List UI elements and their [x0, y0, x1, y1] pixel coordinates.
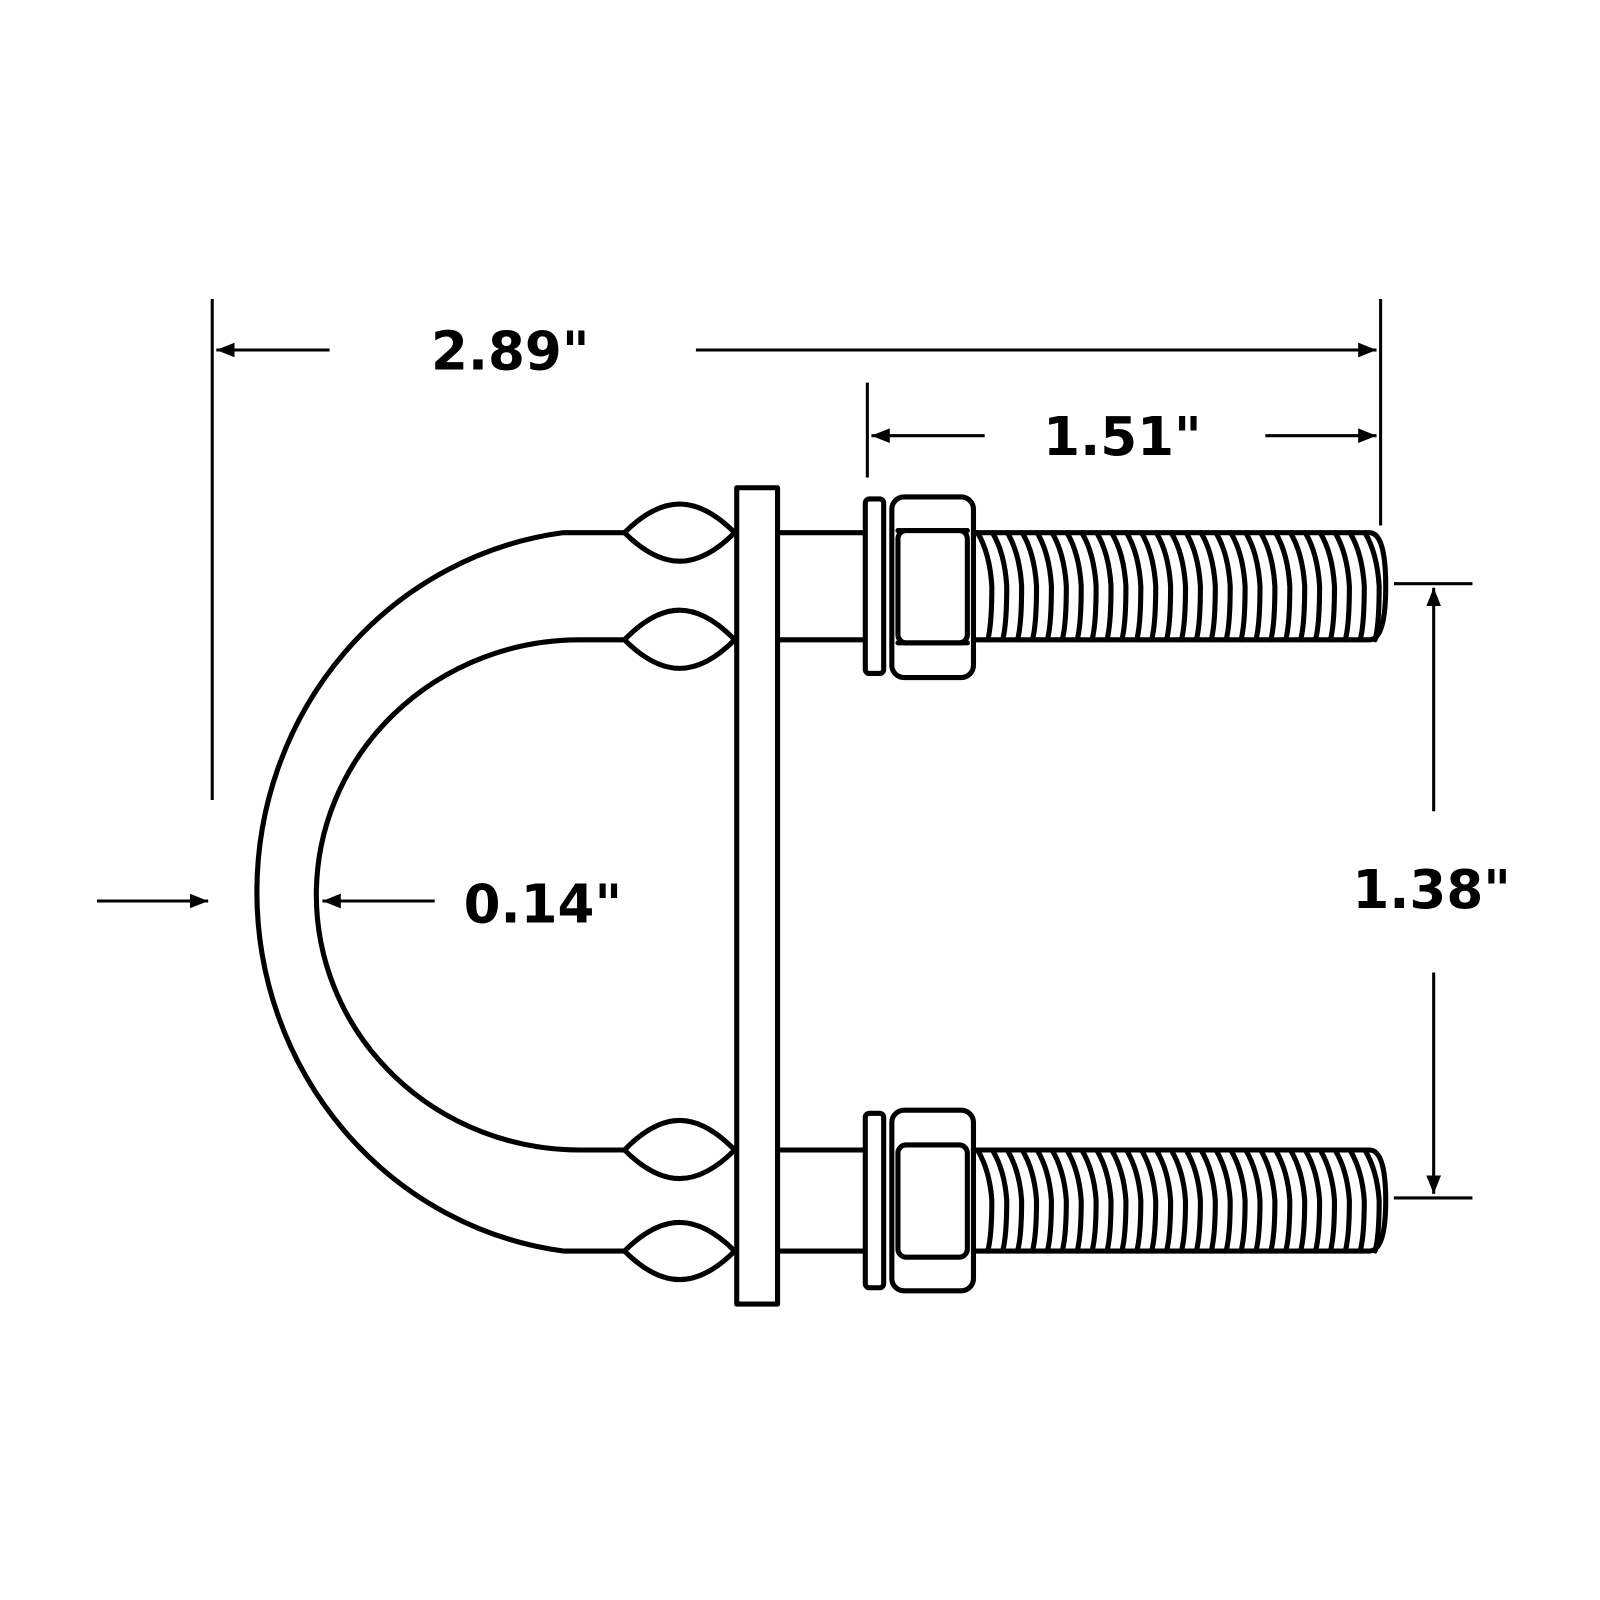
rod-diameter-label: 0.14": [464, 873, 623, 935]
bottom-thread: [970, 1147, 1389, 1254]
washer: [862, 496, 887, 677]
overall-length-label: 2.89": [431, 320, 590, 382]
thread-length-label: 1.51": [1043, 406, 1202, 468]
dimension-overall-length: 2.89": [210, 298, 1383, 800]
bottom-nut-assembly: [862, 1107, 977, 1294]
inner-width-label: 1.38": [1352, 859, 1511, 921]
top-nut-assembly: [862, 494, 977, 681]
dimension-thread-length: 1.51": [865, 382, 1377, 478]
washer: [862, 1110, 887, 1291]
threaded-ends: [970, 530, 1389, 1254]
mounting-plate: [734, 485, 781, 1307]
crimp-collars: [621, 501, 738, 1283]
dimension-rod-diameter: 0.14": [96, 873, 623, 935]
u-bend: [254, 530, 628, 1254]
dimension-inner-width: 1.38": [1352, 582, 1511, 1200]
rod-segments: [775, 530, 870, 1254]
top-thread: [970, 530, 1389, 643]
